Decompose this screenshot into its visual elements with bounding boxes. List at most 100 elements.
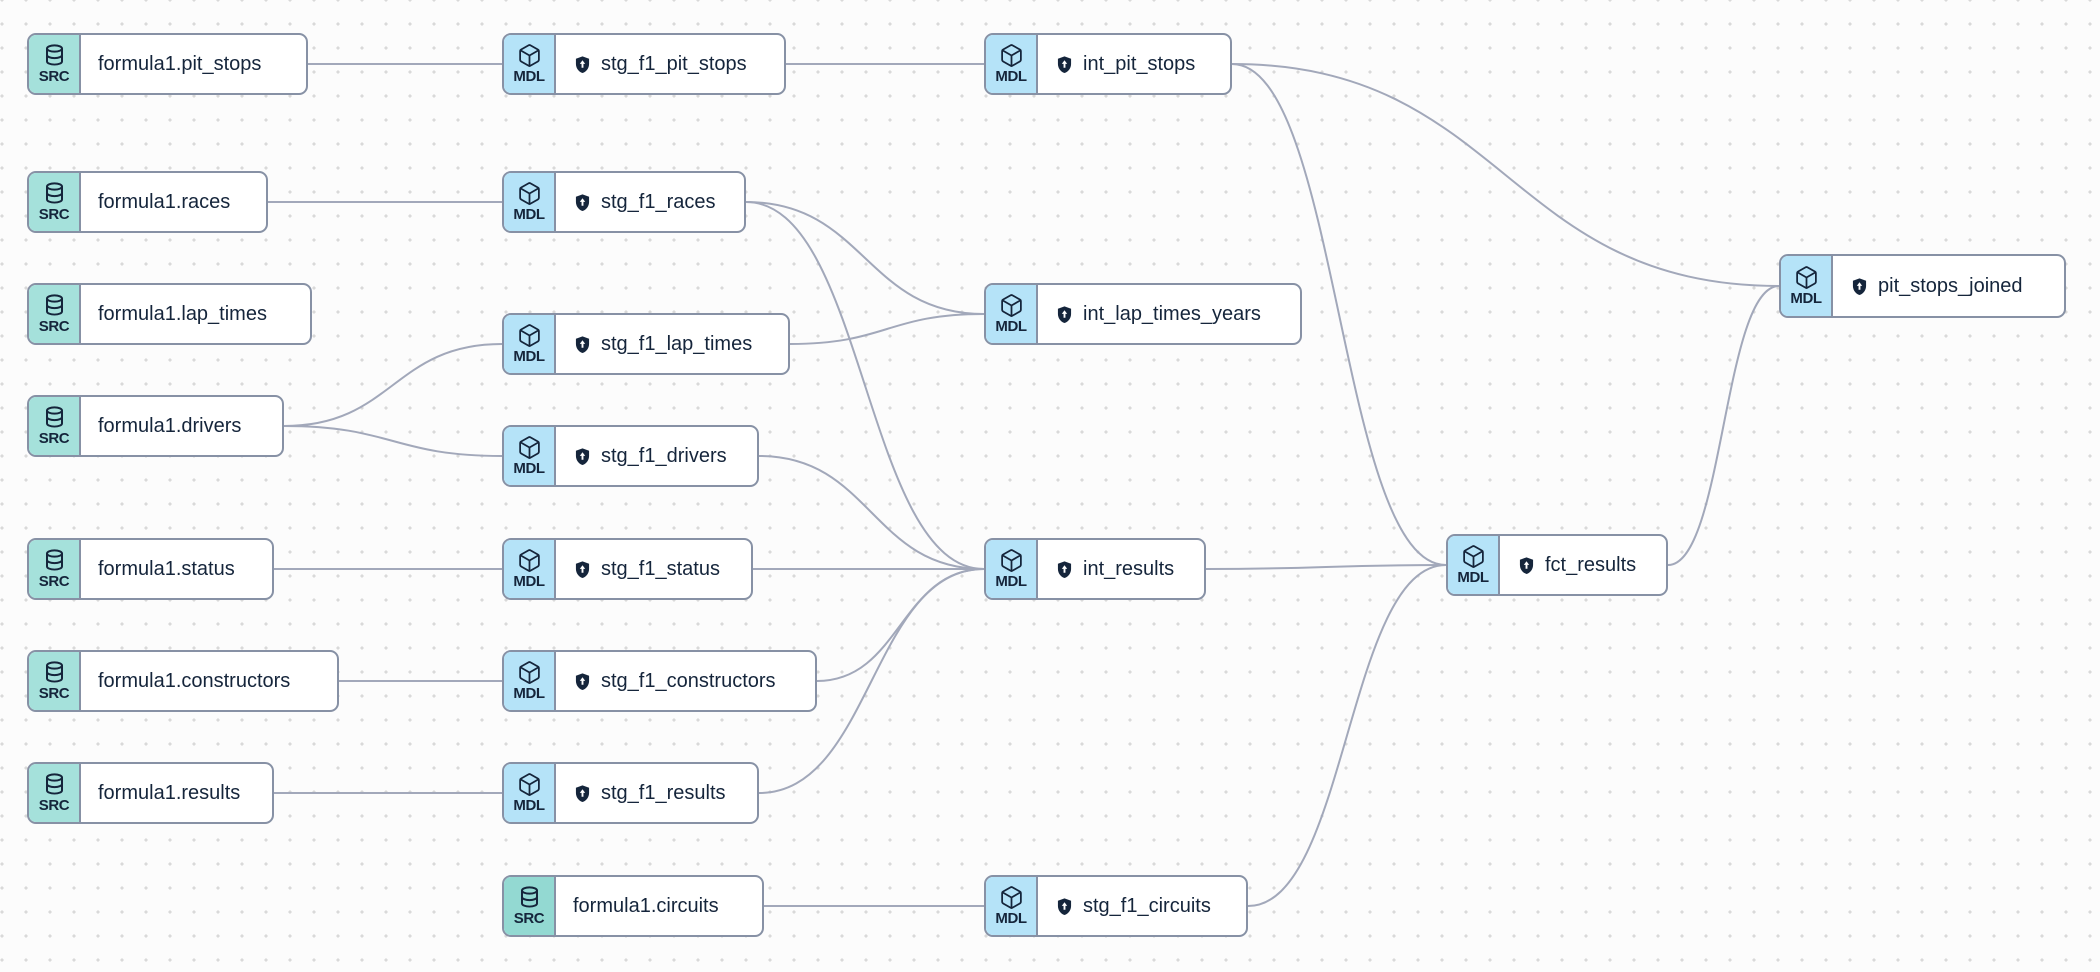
node-type-badge: MDL xyxy=(504,35,556,93)
node-body: formula1.results xyxy=(81,764,258,822)
cube-icon xyxy=(999,293,1024,318)
node-type-badge: SRC xyxy=(29,764,81,822)
node-badge-label: MDL xyxy=(513,685,545,702)
node-type-badge: SRC xyxy=(29,173,81,231)
node-badge-label: MDL xyxy=(513,460,545,477)
node-stg_f1_status[interactable]: MDL stg_f1_status xyxy=(502,538,753,600)
database-icon xyxy=(42,181,67,206)
node-label: formula1.status xyxy=(98,557,235,580)
edge-int_pit_stops--fct_results xyxy=(1231,63,1447,566)
database-icon xyxy=(42,548,67,573)
node-badge-label: SRC xyxy=(38,685,70,702)
edge-stg_f1_circuits--fct_results xyxy=(1247,564,1447,907)
node-label: stg_f1_drivers xyxy=(601,444,727,467)
node-badge-label: MDL xyxy=(513,573,545,590)
node-body: stg_f1_results xyxy=(556,764,744,822)
cube-icon xyxy=(517,181,542,206)
edge-stg_f1_drivers--int_results xyxy=(758,455,985,570)
node-body: pit_stops_joined xyxy=(1833,256,2041,316)
node-label: formula1.circuits xyxy=(573,894,719,917)
node-formula1.lap_times[interactable]: SRC formula1.lap_times xyxy=(27,283,312,345)
node-badge-label: MDL xyxy=(513,797,545,814)
cube-icon xyxy=(1794,265,1819,290)
edge-stg_f1_results--int_results xyxy=(758,568,985,794)
cube-icon xyxy=(999,43,1024,68)
node-type-badge: SRC xyxy=(504,877,556,935)
shield-icon xyxy=(1850,277,1869,296)
node-type-badge: SRC xyxy=(29,540,81,598)
node-type-badge: MDL xyxy=(986,540,1038,598)
node-type-badge: MDL xyxy=(986,877,1038,935)
node-badge-label: SRC xyxy=(38,573,70,590)
node-label: stg_f1_status xyxy=(601,557,720,580)
node-label: stg_f1_pit_stops xyxy=(601,52,747,75)
node-type-badge: MDL xyxy=(986,285,1038,343)
node-formula1.status[interactable]: SRC formula1.status xyxy=(27,538,274,600)
node-stg_f1_circuits[interactable]: MDL stg_f1_circuits xyxy=(984,875,1248,937)
node-type-badge: MDL xyxy=(1781,256,1833,316)
edge-formula1.drivers--stg_f1_lap_times xyxy=(283,343,503,427)
node-formula1.circuits[interactable]: SRC formula1.circuits xyxy=(502,875,764,937)
node-formula1.results[interactable]: SRC formula1.results xyxy=(27,762,274,824)
cube-icon xyxy=(1461,544,1486,569)
node-label: stg_f1_circuits xyxy=(1083,894,1211,917)
node-label: formula1.races xyxy=(98,190,231,213)
node-formula1.pit_stops[interactable]: SRC formula1.pit_stops xyxy=(27,33,308,95)
node-type-badge: MDL xyxy=(504,427,556,485)
shield-icon xyxy=(1055,560,1074,579)
node-label: formula1.results xyxy=(98,781,241,804)
node-badge-label: SRC xyxy=(513,910,545,927)
node-formula1.drivers[interactable]: SRC formula1.drivers xyxy=(27,395,284,457)
node-stg_f1_drivers[interactable]: MDL stg_f1_drivers xyxy=(502,425,759,487)
node-type-badge: SRC xyxy=(29,652,81,710)
node-badge-label: MDL xyxy=(995,910,1027,927)
node-type-badge: MDL xyxy=(504,652,556,710)
node-formula1.races[interactable]: SRC formula1.races xyxy=(27,171,268,233)
node-stg_f1_results[interactable]: MDL stg_f1_results xyxy=(502,762,759,824)
edge-stg_f1_races--int_results xyxy=(745,201,985,570)
cube-icon xyxy=(517,660,542,685)
node-badge-label: MDL xyxy=(513,68,545,85)
cube-icon xyxy=(999,885,1024,910)
node-type-badge: SRC xyxy=(29,35,81,93)
cube-icon xyxy=(517,43,542,68)
node-body: int_results xyxy=(1038,540,1192,598)
edge-stg_f1_races--int_lap_times_years xyxy=(745,201,985,315)
node-badge-label: SRC xyxy=(38,318,70,335)
node-stg_f1_pit_stops[interactable]: MDL stg_f1_pit_stops xyxy=(502,33,786,95)
shield-icon xyxy=(573,55,592,74)
node-badge-label: MDL xyxy=(1790,290,1822,307)
shield-icon xyxy=(1055,305,1074,324)
node-body: fct_results xyxy=(1500,536,1654,594)
shield-icon xyxy=(573,335,592,354)
node-badge-label: SRC xyxy=(38,206,70,223)
node-label: int_pit_stops xyxy=(1083,52,1196,75)
node-label: formula1.pit_stops xyxy=(98,52,262,75)
node-badge-label: MDL xyxy=(995,318,1027,335)
node-pit_stops_joined[interactable]: MDL pit_stops_joined xyxy=(1779,254,2066,318)
node-badge-label: SRC xyxy=(38,430,70,447)
node-label: formula1.drivers xyxy=(98,414,242,437)
edge-int_results--fct_results xyxy=(1205,564,1447,570)
node-body: stg_f1_constructors xyxy=(556,652,794,710)
node-label: stg_f1_constructors xyxy=(601,669,776,692)
database-icon xyxy=(42,293,67,318)
node-stg_f1_constructors[interactable]: MDL stg_f1_constructors xyxy=(502,650,817,712)
node-body: stg_f1_races xyxy=(556,173,734,231)
node-body: formula1.status xyxy=(81,540,253,598)
node-badge-label: SRC xyxy=(38,797,70,814)
node-type-badge: MDL xyxy=(504,764,556,822)
node-badge-label: MDL xyxy=(513,348,545,365)
node-label: formula1.lap_times xyxy=(98,302,267,325)
shield-icon xyxy=(1055,55,1074,74)
edge-int_pit_stops--pit_stops_joined xyxy=(1231,63,1780,287)
